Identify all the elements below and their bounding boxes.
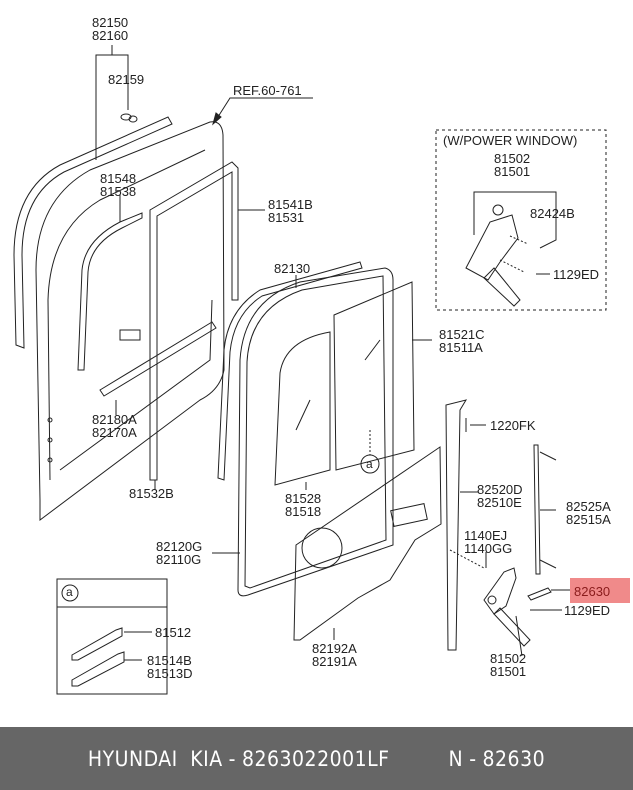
bolt-1220FK (466, 418, 486, 432)
power-window-box (436, 130, 606, 310)
label-82159: 82159 (108, 72, 145, 87)
glass-run-81548 (78, 195, 142, 370)
label-1220FK: 1220FK (490, 418, 536, 433)
callout-a-marker (361, 455, 379, 473)
highlighted-part-82630[interactable]: 82630 (570, 578, 630, 603)
quarter-glass-81528 (275, 332, 330, 490)
callout-a-text: a (366, 457, 373, 471)
door-weatherstrip-82120G (212, 268, 393, 596)
run-channel-82520D (446, 400, 478, 650)
footer-make: KIA (190, 747, 223, 771)
glass-run-82130 (218, 262, 362, 480)
window-handle-82630 (528, 588, 570, 600)
label-81532B: 81532B (129, 486, 174, 501)
parts-diagram (0, 0, 633, 700)
door-glass-81521C (334, 282, 432, 470)
label-1129ED: 1129ED (564, 603, 611, 618)
footer-n-label: N (448, 747, 464, 771)
power-window-regulator (466, 192, 556, 306)
door-panel (36, 122, 224, 520)
footer-n-value: 82630 (482, 747, 546, 771)
channel-82525A (534, 445, 556, 574)
inset-callout-a-text: a (66, 585, 73, 599)
footer-separator-2: - (469, 747, 477, 771)
footer-separator: - (228, 747, 236, 771)
clip-82159 (121, 114, 137, 122)
footer-part-number: 8263022001LF (241, 747, 390, 771)
reference-label: REF.60-761 (233, 83, 302, 98)
door-belt-strip-82150 (14, 117, 172, 348)
belt-moulding-82180A (100, 322, 216, 415)
power-window-title: (W/POWER WINDOW) (443, 133, 578, 148)
footer-text: HYUNDAI KIA-8263022001LF N-82630 (0, 747, 633, 771)
footer-bar: HYUNDAI KIA-8263022001LF N-82630 (0, 727, 633, 790)
window-regulator-81502 (484, 568, 530, 656)
footer-brand: HYUNDAI (87, 747, 178, 771)
label-pw-82424B: 82424B (530, 206, 575, 221)
door-trim-panel-82192A (294, 447, 441, 640)
label-pw-1129ED: 1129ED (553, 267, 600, 282)
label-82130: 82130 (274, 261, 311, 276)
label-81512: 81512 (155, 625, 192, 640)
inset-box-a (57, 579, 167, 694)
window-frame-81541B (150, 162, 265, 480)
